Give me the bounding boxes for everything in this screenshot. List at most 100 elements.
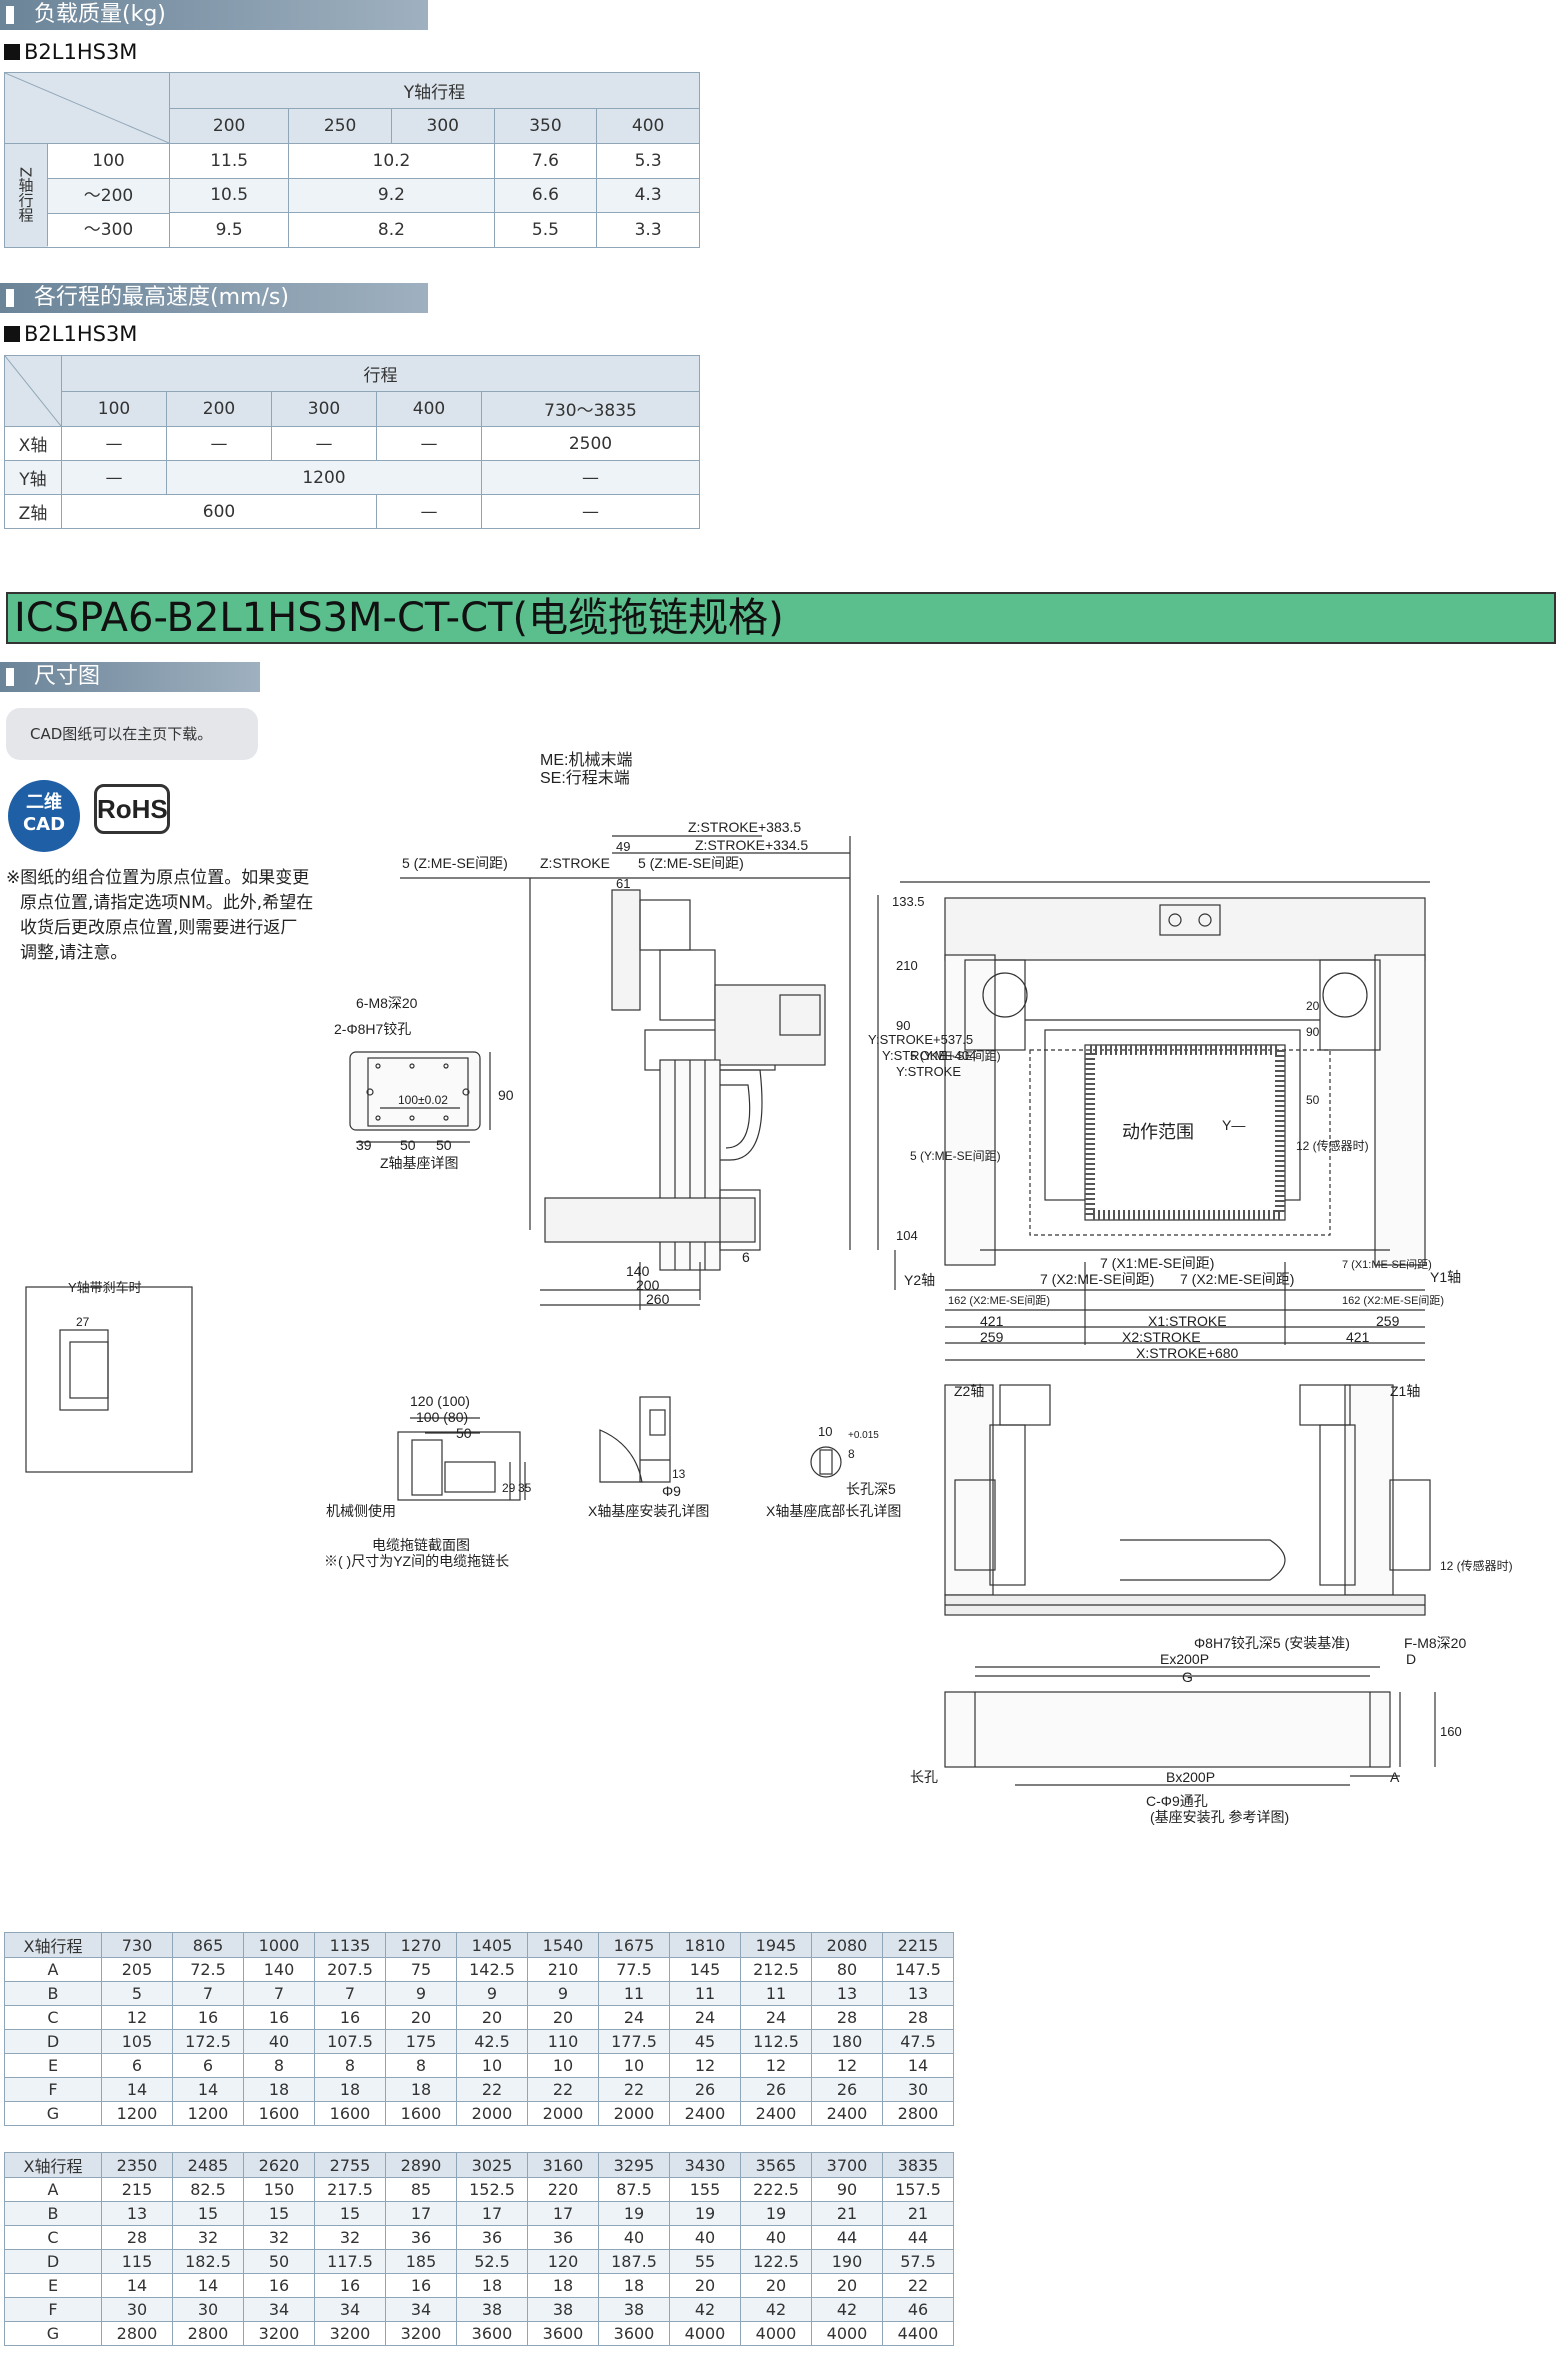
dim-cell: 2400	[811, 2101, 883, 2126]
dim-row-key: A	[4, 2177, 102, 2202]
load-cell: 5.3	[596, 143, 700, 179]
dim-col: 1270	[385, 1932, 457, 1958]
dim-6: 6	[742, 1249, 750, 1265]
dim-cell: 8	[385, 2053, 457, 2078]
dim-z-334: Z:STROKE+334.5	[695, 837, 808, 853]
dim-cell: 42	[740, 2297, 812, 2322]
dim-cell: 8	[243, 2053, 315, 2078]
dim-cell: 44	[882, 2225, 954, 2250]
dim-row-key: F	[4, 2077, 102, 2102]
dim-39: 39	[356, 1137, 372, 1153]
dim-cell: 14	[101, 2273, 173, 2298]
dim-cell: 220	[527, 2177, 599, 2202]
dim-cell: 145	[669, 1957, 741, 1982]
dim-cell: 45	[669, 2029, 741, 2054]
motion-range-hatch	[1085, 1045, 1285, 1220]
dim-cell: 13	[882, 1981, 954, 2006]
motion-range-label: 动作范围	[1122, 1122, 1194, 1142]
load-model: B2L1HS3M	[4, 40, 137, 64]
dim-13: 13	[672, 1467, 686, 1481]
dim-cell: 16	[385, 2273, 457, 2298]
dim-160: 160	[1440, 1724, 1462, 1739]
dim-cell: 16	[243, 2273, 315, 2298]
dim-cell: 11	[740, 1981, 812, 2006]
dim-cell: 20	[385, 2005, 457, 2030]
dim-cell: 55	[669, 2249, 741, 2274]
speed-section-bar: 各行程的最高速度(mm/s)	[0, 283, 428, 313]
dim-cell: 1200	[172, 2101, 244, 2126]
dim-cell: 15	[172, 2201, 244, 2226]
drawing-lines	[25, 835, 1436, 1786]
load-cell: 9.5	[168, 212, 290, 248]
dim-x1me: 7 (X1:ME-SE间距)	[1100, 1255, 1214, 1271]
load-table-corner	[4, 72, 170, 144]
load-col: 200	[168, 107, 290, 144]
z1-axis-label: Z1轴	[1390, 1383, 1420, 1399]
dim-y537: Y:STROKE+537.5	[868, 1032, 973, 1047]
dim-cell: 47.5	[882, 2029, 954, 2054]
dim-cell: 34	[385, 2297, 457, 2322]
load-cell: 4.3	[596, 177, 700, 214]
dim-col: 3025	[456, 2152, 528, 2178]
dim-col: 3430	[669, 2152, 741, 2178]
dim-section-title: 尺寸图	[34, 664, 101, 689]
dim-cell: 177.5	[598, 2029, 670, 2054]
dim-cell: 155	[669, 2177, 741, 2202]
dim-cell: 9	[527, 1981, 599, 2006]
dim-cell: 16	[243, 2005, 315, 2030]
dim-cell: 72.5	[172, 1957, 244, 1982]
drawing-labels: ME:机械末端 SE:行程末端 Z:STROKE+383.5 Z:STROKE+…	[68, 751, 1513, 1825]
load-cell: 3.3	[596, 212, 700, 248]
dim-col: 1810	[669, 1932, 741, 1958]
dim-cell: 6	[101, 2053, 173, 2078]
dim-cell: 18	[527, 2273, 599, 2298]
sensor2-label: 12 (传感器时)	[1440, 1558, 1513, 1573]
dim-cell: 80	[811, 1957, 883, 1982]
dim-cell: 3200	[314, 2321, 386, 2346]
dim-cell: 2800	[172, 2321, 244, 2346]
load-col: 400	[596, 107, 700, 144]
z-base-title: Z轴基座详图	[380, 1155, 459, 1171]
dim-cell: 36	[527, 2225, 599, 2250]
load-z-label-cell: Z轴行程 100 ～200 ～300	[4, 143, 170, 248]
dim-421a: 421	[980, 1313, 1004, 1329]
dim-cell: 2800	[882, 2101, 954, 2126]
dim-50c: 50	[1306, 1093, 1320, 1107]
speed-cell: —	[61, 426, 167, 461]
cad-download-note[interactable]: CAD图纸可以在主页下载。	[6, 708, 258, 760]
dim-cell: 87.5	[598, 2177, 670, 2202]
speed-cell: —	[481, 460, 700, 495]
dim-50b: 50	[436, 1137, 452, 1153]
badge-cad-bottom: CAD	[22, 814, 66, 835]
x-slot-title: X轴基座底部长孔详图	[766, 1503, 901, 1519]
x-hole-title: X轴基座安装孔详图	[588, 1503, 709, 1519]
dim-row-key: A	[4, 1957, 102, 1982]
dim-cell: 19	[669, 2201, 741, 2226]
dim-cell: 190	[811, 2249, 883, 2274]
dim-421b: 421	[1346, 1329, 1370, 1345]
dim-cell: 42	[669, 2297, 741, 2322]
dim-cell: 175	[385, 2029, 457, 2054]
dim-cell: 4000	[740, 2321, 812, 2346]
dim-cell: 40	[598, 2225, 670, 2250]
dim-cell: 3200	[385, 2321, 457, 2346]
dim-cell: 20	[527, 2005, 599, 2030]
speed-row-label: Z轴	[4, 494, 62, 529]
dim-cell: 24	[740, 2005, 812, 2030]
origin-note: ※图纸的组合位置为原点位置。如果变更 原点位置,请指定选项NM。此外,希望在 收…	[6, 866, 346, 966]
dim-col: 2080	[811, 1932, 883, 1958]
dim-cell: 10	[456, 2053, 528, 2078]
dim-cell: 38	[456, 2297, 528, 2322]
dim-210: 210	[896, 958, 918, 973]
dim-90: 90	[498, 1087, 514, 1103]
load-z-row: ～300	[48, 214, 169, 247]
dim-x2me-r2: 162 (X2:ME-SE间距)	[1342, 1294, 1444, 1307]
dim-cell: 4000	[669, 2321, 741, 2346]
dim-90b: 90	[896, 1018, 910, 1033]
c9-label: C-Φ9通孔	[1146, 1793, 1208, 1809]
dim-133: 133.5	[892, 894, 925, 909]
dim-col: 2620	[243, 2152, 315, 2178]
